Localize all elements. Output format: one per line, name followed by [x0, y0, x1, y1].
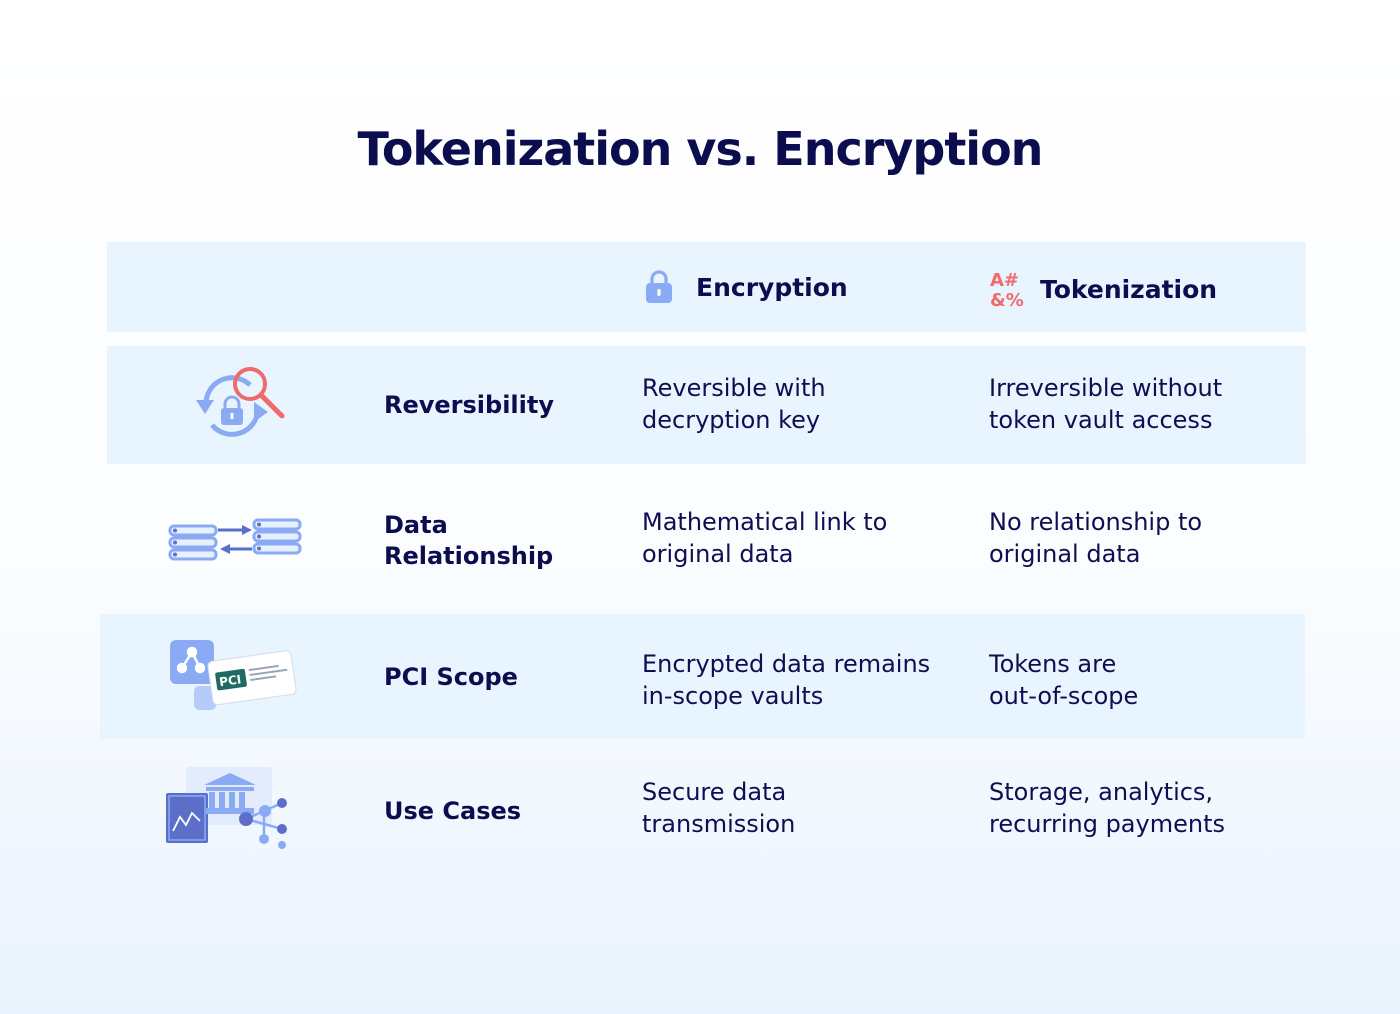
- page-title: Tokenization vs. Encryption: [357, 122, 1044, 176]
- tokenization-cell-pci-scope: Tokens are out-of-scope: [989, 650, 1139, 710]
- row-label-data-relationship: Data Relationship: [384, 511, 554, 570]
- tokenization-cell-use-cases: Storage, analytics, recurring payments: [989, 778, 1225, 838]
- encryption-cell-pci-scope: Encrypted data remains in-scope vaults: [642, 650, 931, 710]
- column-header-encryption-label: Encryption: [696, 272, 848, 302]
- table-row-band-pci-scope: [100, 614, 1305, 739]
- pci-card-icon: PCI: [168, 638, 302, 719]
- row-label-use-cases: Use Cases: [384, 797, 522, 825]
- row-label-reversibility: Reversibility: [384, 391, 555, 419]
- reversibility-search-icon: [192, 364, 288, 451]
- tokenization-cell-data-relationship: No relationship to original data: [989, 508, 1203, 568]
- symbols-icon: A# &%: [988, 268, 1024, 310]
- table-row-band-reversibility: [107, 346, 1306, 464]
- column-header-encryption: Encryption: [644, 266, 848, 308]
- svg-text:&%: &%: [990, 290, 1024, 310]
- encryption-cell-reversibility: Reversible with decryption key: [642, 374, 826, 434]
- lock-icon: [644, 269, 674, 305]
- column-header-tokenization-label: Tokenization: [1040, 274, 1218, 304]
- encryption-cell-data-relationship: Mathematical link to original data: [642, 508, 888, 568]
- row-label-pci-scope: PCI Scope: [384, 663, 518, 691]
- tokenization-cell-reversibility: Irreversible without token vault access: [989, 374, 1223, 434]
- svg-text:PCI: PCI: [218, 672, 242, 689]
- table-header: [107, 242, 1306, 332]
- svg-text:A#: A#: [990, 270, 1019, 291]
- column-header-tokenization: A# &% Tokenization: [988, 266, 1217, 312]
- encryption-cell-use-cases: Secure data transmission: [642, 778, 796, 838]
- use-cases-icon: [164, 765, 292, 856]
- data-relationship-icon: [168, 516, 304, 571]
